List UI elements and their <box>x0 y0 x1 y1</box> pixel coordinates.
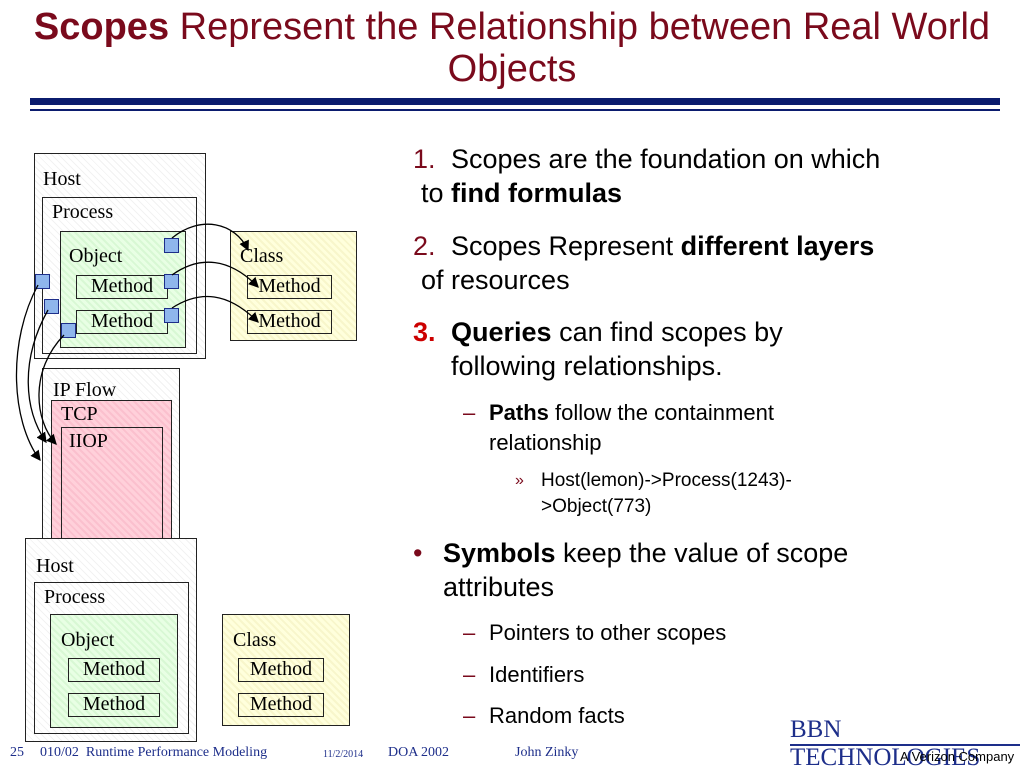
top-class-label: Class <box>240 245 284 267</box>
bullet-4-mark: • <box>413 538 423 568</box>
bullet-2: 2. Scopes Represent different layers of … <box>413 229 1003 297</box>
bullet-1-line2a: to <box>421 178 452 208</box>
bullet-2-line1b: different layers <box>680 231 875 261</box>
bullet-4: • Symbols keep the value of scope attrib… <box>409 536 1005 604</box>
bullet-4b-dash: – <box>463 662 476 687</box>
bullet-1-line2b: find formulas <box>451 178 623 208</box>
bullet-1: 1. Scopes are the foundation on which to… <box>413 142 1003 210</box>
footer-date: 11/2/2014 <box>323 749 364 760</box>
bottom-object-label: Object <box>61 629 115 651</box>
arrow-host-to-network <box>15 284 41 462</box>
arrow-method2-to-class-method2 <box>171 295 259 323</box>
bullet-2-line2: of resources <box>421 265 570 295</box>
bottom-method-2: Method <box>68 693 160 717</box>
bullet-3a-rest: follow the containment <box>548 400 774 425</box>
top-host-label: Host <box>43 168 81 190</box>
title-rule-thick <box>30 98 1000 105</box>
bullet-3a1-line1: Host(lemon)->Process(1243)- <box>541 470 792 491</box>
bullet-3a-line2: relationship <box>489 430 602 455</box>
top-method-1: Method <box>76 275 168 299</box>
bbn-logo-rule <box>790 744 1020 746</box>
bullet-3-line2: following relationships. <box>451 351 723 381</box>
connector-square <box>35 274 50 289</box>
bullet-1-number: 1. <box>413 144 436 174</box>
footer-event: DOA 2002 <box>388 745 450 760</box>
bullet-3: 3. Queries can find scopes by following … <box>413 315 1003 383</box>
top-class-method-1: Method <box>247 275 332 299</box>
bullet-4-bold: Symbols <box>443 538 556 568</box>
arrow-object-to-network <box>38 334 65 445</box>
scope-diagram: Host Process Object Method Method Class … <box>0 120 380 742</box>
bullet-2-number: 2. <box>413 231 436 261</box>
bullet-3-number: 3. <box>413 317 436 347</box>
relationship-arrows <box>15 223 259 462</box>
footer-author: John Zinky <box>515 745 579 760</box>
footer-page-number: 25 <box>10 745 24 760</box>
tcp-label: TCP <box>61 403 98 425</box>
bullet-3a: – Paths follow the containment relations… <box>463 398 1003 458</box>
logo-tagline: A Verizon Company <box>900 749 1015 764</box>
title-rule-thin <box>30 109 1000 111</box>
arrow-object-to-class <box>171 223 249 252</box>
connector-square <box>164 308 179 323</box>
bullet-3a-dash: – <box>463 400 476 425</box>
bottom-host-label: Host <box>36 555 74 577</box>
bullet-1-line1: Scopes are the foundation on which <box>451 144 881 174</box>
bottom-class-label: Class <box>233 629 277 651</box>
bullet-4-line2: attributes <box>443 572 555 602</box>
bbn-logo: BBN TECHNOLOGIES <box>790 716 981 771</box>
bullet-4b: – Identifiers <box>463 660 1003 690</box>
top-object-label: Object <box>69 245 123 267</box>
bullet-3a1-mark: » <box>515 472 524 489</box>
bullet-4a-text: Pointers to other scopes <box>489 620 727 645</box>
slide-title: Scopes Represent the Relationship betwee… <box>0 6 1024 90</box>
bullet-4a-dash: – <box>463 620 476 645</box>
bullet-3-line1b: can find scopes by <box>551 317 783 347</box>
bullet-3a1: » Host(lemon)->Process(1243)- >Object(77… <box>515 468 1005 520</box>
top-process-label: Process <box>52 201 114 223</box>
top-class-method-2: Method <box>247 310 332 334</box>
bullet-4c-dash: – <box>463 703 476 728</box>
bullet-3a1-line2: >Object(773) <box>541 496 652 517</box>
footer-course: 010/02 Runtime Performance Modeling <box>40 745 268 760</box>
bullet-4c: – Random facts <box>463 701 1003 731</box>
bullet-4-rest: keep the value of scope <box>555 538 849 568</box>
bullet-4a: – Pointers to other scopes <box>463 618 1003 648</box>
bullet-2-line1a: Scopes Represent <box>451 231 681 261</box>
bullet-4c-text: Random facts <box>489 703 625 728</box>
connector-square <box>164 238 179 253</box>
bullet-3-line1a: Queries <box>451 317 552 347</box>
connector-square <box>164 274 179 289</box>
bottom-class-method-1: Method <box>238 658 324 682</box>
bullet-3a-bold: Paths <box>489 400 549 425</box>
ipflow-label: IP Flow <box>53 379 117 401</box>
top-method-2: Method <box>76 310 168 334</box>
bottom-process-label: Process <box>44 586 106 608</box>
bullet-4b-text: Identifiers <box>489 662 585 687</box>
arrow-method1-to-class-method1 <box>171 261 259 288</box>
title-rest: Represent the Relationship between Real … <box>169 6 991 90</box>
connector-square <box>61 323 76 338</box>
title-bold: Scopes <box>33 6 170 48</box>
arrow-process-to-network <box>27 309 49 444</box>
bottom-method-1: Method <box>68 658 160 682</box>
bottom-class-method-2: Method <box>238 693 324 717</box>
iiop-label: IIOP <box>69 430 108 452</box>
